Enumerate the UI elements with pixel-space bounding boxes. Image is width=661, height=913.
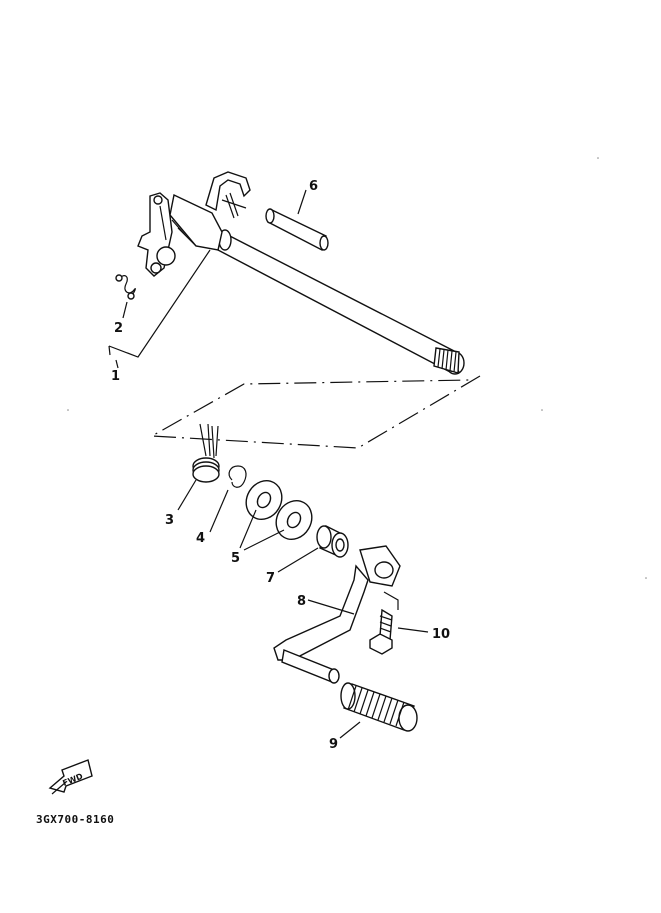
callout-4: 4 [196,531,205,546]
callout-10: 10 [432,627,450,642]
callout-3: 3 [165,513,174,528]
callout-1: 1 [111,369,120,384]
callout-7: 7 [266,571,275,586]
scan-specks [67,157,647,579]
callout-labels: 1 2 3 4 5 6 7 8 9 10 [111,179,450,752]
callout-2: 2 [114,321,123,336]
assembly-reference-lines [149,375,481,449]
part-2-spring [115,274,136,319]
callout-6: 6 [309,179,318,194]
part-10-bolt [369,608,429,655]
part-7-bushing [277,524,349,573]
part-5-washers [239,480,313,551]
part-8-shift-pedal [273,545,401,684]
shaft-spline-end [433,347,465,375]
part-9-pedal-rubber [339,682,418,739]
part-4-circlip [209,465,247,533]
shift-shaft-assembly [108,171,465,375]
callout-5: 5 [231,551,240,566]
drawing-code: 3GX700-8160 [36,813,114,826]
callout-8: 8 [297,594,306,609]
callout-9: 9 [329,737,338,752]
fwd-arrow-icon: FWD [48,759,93,795]
part-6-pin [265,189,329,252]
part-3-torsion-spring [177,423,220,511]
